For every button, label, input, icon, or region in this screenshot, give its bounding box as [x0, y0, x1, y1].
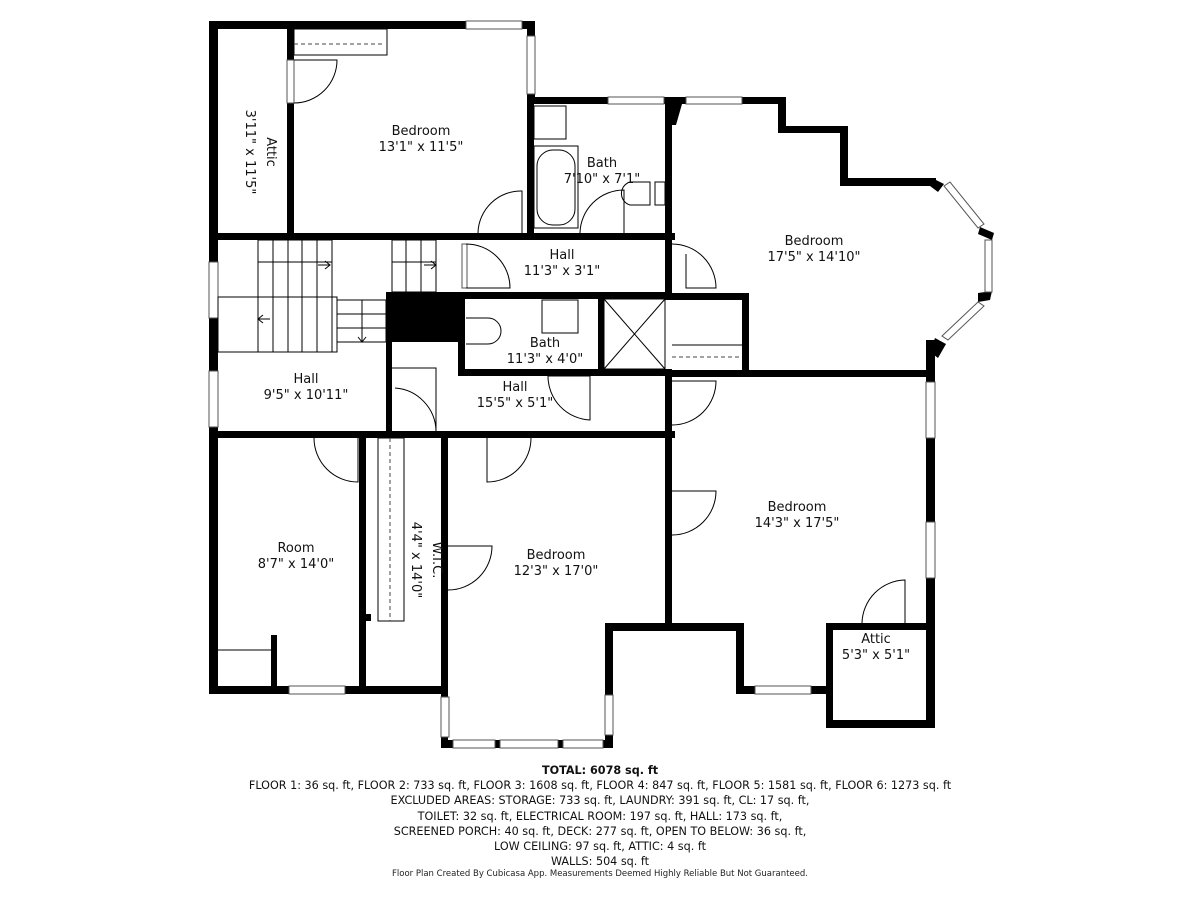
- room-labels: Attic 3'11" x 11'5" Bedroom 13'1" x 11'5…: [242, 110, 910, 663]
- room-room-name: Room: [277, 541, 314, 556]
- summary-line-excluded: EXCLUDED AREAS: STORAGE: 733 sq. ft, LAU…: [390, 794, 810, 808]
- room-bedroom-1-name: Bedroom: [392, 124, 451, 139]
- room-bedroom-4-dims: 14'3" x 17'5": [755, 516, 840, 531]
- room-hall-1-dims: 11'3" x 3'1": [524, 264, 600, 279]
- room-attic-1-dims: 3'11" x 11'5": [242, 110, 257, 195]
- room-bath-1-name: Bath: [587, 156, 617, 171]
- windows: [208, 20, 993, 749]
- disclaimer: Floor Plan Created By Cubicasa App. Meas…: [392, 869, 808, 879]
- area-summary: TOTAL: 6078 sq. ft FLOOR 1: 36 sq. ft, F…: [0, 763, 1200, 869]
- room-bedroom-3-dims: 12'3" x 17'0": [514, 564, 599, 579]
- summary-line-excluded-4: LOW CEILING: 97 sq. ft, ATTIC: 4 sq. ft: [494, 840, 706, 854]
- room-bath-2-name: Bath: [530, 336, 560, 351]
- room-room-dims: 8'7" x 14'0": [258, 557, 334, 572]
- room-attic-1-name: Attic: [263, 137, 278, 167]
- room-wic-name: W.I.C.: [429, 542, 444, 579]
- summary-line-excluded-3: SCREENED PORCH: 40 sq. ft, DECK: 277 sq.…: [393, 824, 807, 838]
- fixtures: [217, 28, 906, 651]
- room-hall-3-name: Hall: [503, 380, 528, 395]
- room-bedroom-2-dims: 17'5" x 14'10": [768, 250, 861, 265]
- room-bath-2-dims: 11'3" x 4'0": [507, 352, 583, 367]
- room-attic-2-dims: 5'3" x 5'1": [842, 648, 910, 663]
- room-hall-3-dims: 15'5" x 5'1": [477, 396, 553, 411]
- room-hall-1-name: Hall: [550, 248, 575, 263]
- room-attic-2-name: Attic: [861, 632, 891, 647]
- room-bedroom-4-name: Bedroom: [768, 500, 827, 515]
- total-area: TOTAL: 6078 sq. ft: [541, 764, 659, 777]
- room-bedroom-2-name: Bedroom: [785, 234, 844, 249]
- floor-plan: Attic 3'11" x 11'5" Bedroom 13'1" x 11'5…: [208, 20, 994, 749]
- room-hall-2-name: Hall: [294, 372, 319, 387]
- summary-line-floors: FLOOR 1: 36 sq. ft, FLOOR 2: 733 sq. ft,…: [248, 779, 952, 793]
- summary-line-walls: WALLS: 504 sq. ft: [550, 855, 650, 869]
- room-hall-2-dims: 9'5" x 10'11": [264, 388, 349, 403]
- room-bedroom-3-name: Bedroom: [527, 548, 586, 563]
- room-bedroom-1-dims: 13'1" x 11'5": [379, 140, 464, 155]
- room-bath-1-dims: 7'10" x 7'1": [564, 172, 640, 187]
- summary-line-excluded-2: TOILET: 32 sq. ft, ELECTRICAL ROOM: 197 …: [417, 809, 783, 823]
- room-wic-dims: 4'4" x 14'0": [408, 522, 423, 598]
